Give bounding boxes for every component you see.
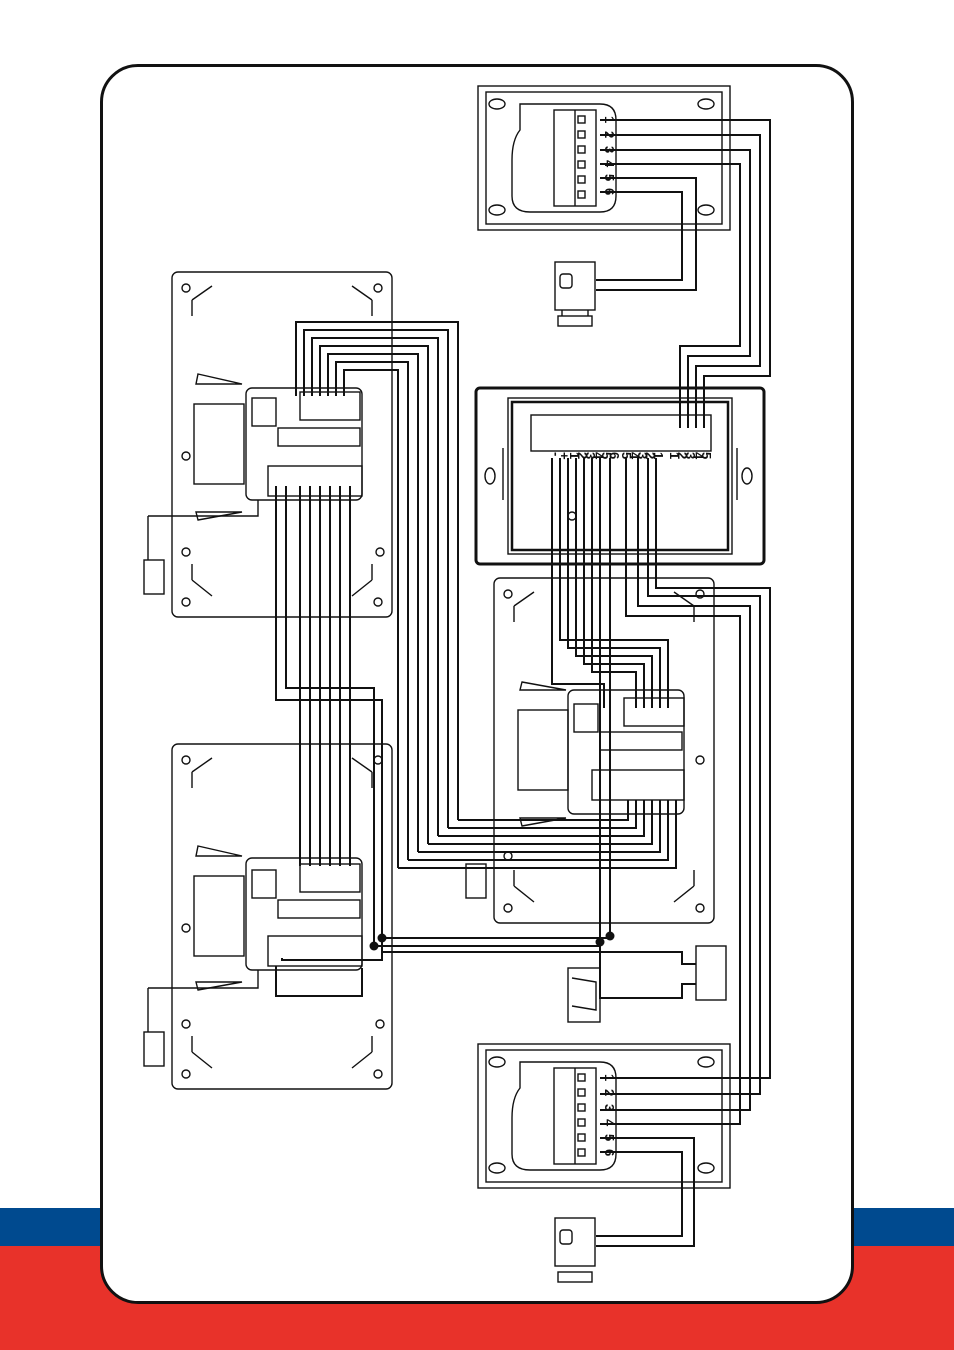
terminal-label: 2: [602, 1089, 617, 1096]
terminal-label: 3: [602, 146, 617, 153]
wiring-lines: [276, 120, 770, 1246]
distributor-terminal-labels: - + 1 2 3 4 5 6 5 4 3 2 1 1 2 3 4 5: [549, 452, 714, 460]
outdoor-station-bottom: [478, 1044, 730, 1188]
terminal-label: 1: [602, 1074, 617, 1081]
lock-top: [555, 262, 595, 326]
terminal-label: 5: [602, 174, 617, 181]
monitor-top-left: [144, 272, 392, 617]
terminal-label: 2: [602, 131, 617, 138]
bottom-station-terminal-labels: 1 2 3 4 5 6: [602, 1074, 617, 1156]
outdoor-station-top: [478, 86, 730, 230]
terminal-label: 4: [602, 1119, 617, 1127]
junction-dots: [370, 932, 615, 951]
top-station-screws: [578, 116, 585, 198]
terminal-label: 4: [602, 160, 617, 168]
terminal-label: 5: [699, 452, 714, 459]
terminal-label: 5: [602, 1134, 617, 1141]
terminal-label: 3: [602, 1104, 617, 1111]
top-station-terminal-labels: 1 2 3 4 5 6: [602, 116, 617, 195]
terminal-label: 1: [651, 452, 666, 459]
monitor-bottom-left: [144, 744, 392, 1089]
monitor-right: [466, 578, 714, 923]
terminal-label: 1: [602, 116, 617, 123]
lock-bottom: [555, 1218, 595, 1282]
distributor-box: [476, 388, 764, 564]
terminal-label: 6: [602, 188, 617, 195]
terminal-label: 6: [602, 1149, 617, 1156]
door-release: [568, 946, 726, 1022]
